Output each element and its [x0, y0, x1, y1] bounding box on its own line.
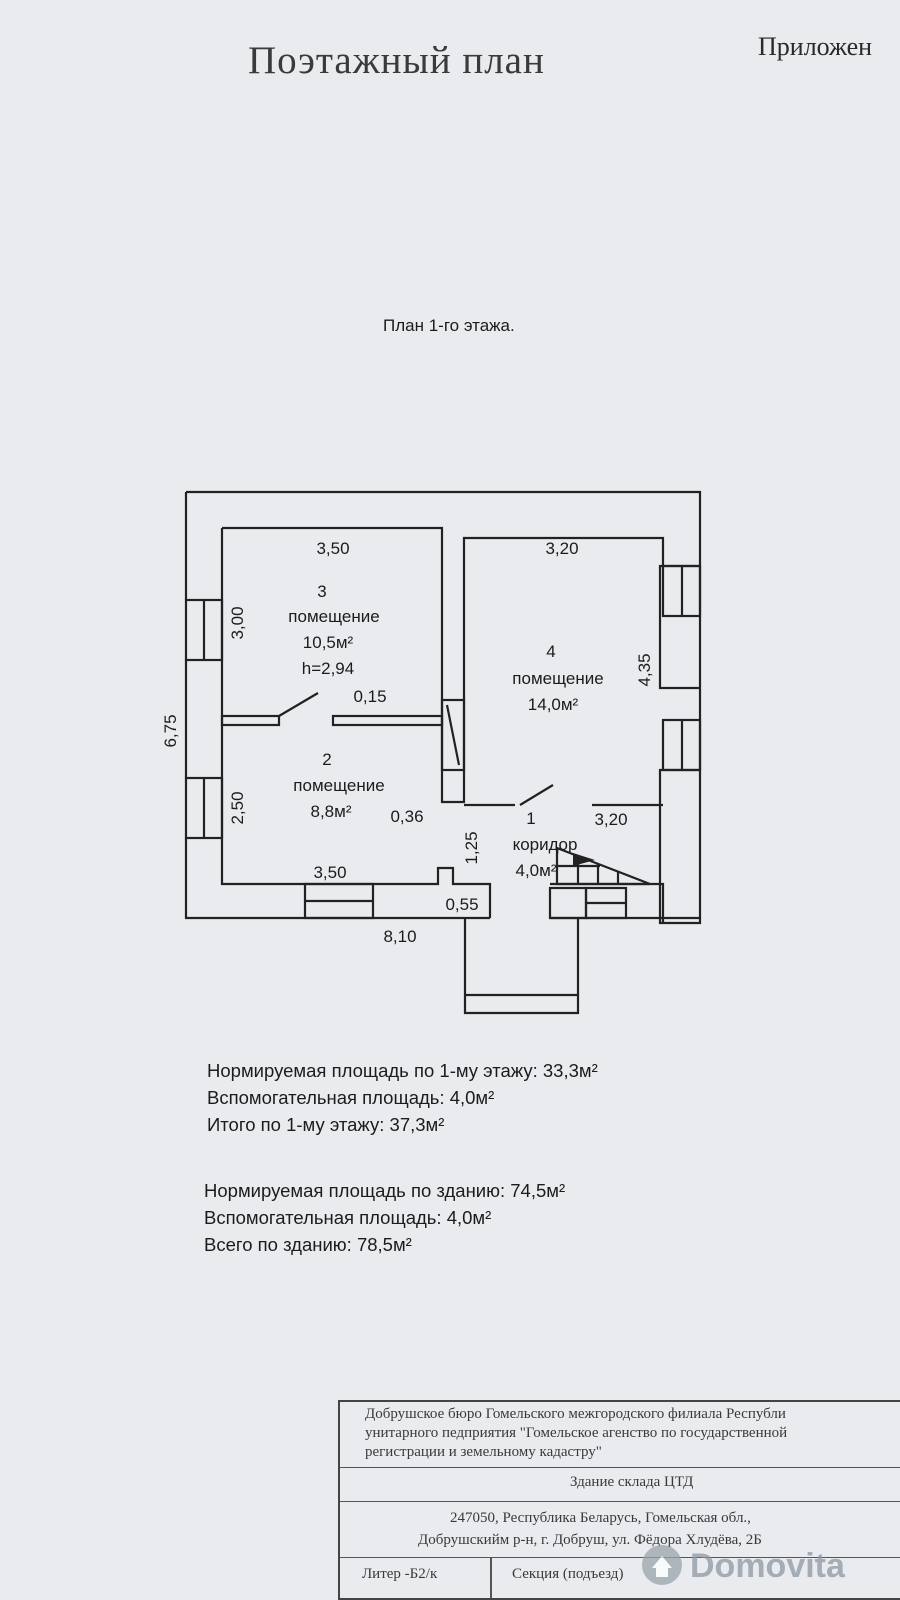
appendix-label: Приложен: [758, 32, 873, 61]
stamp-address-line: Добрушскийм р-н, г. Добруш, ул. Фёдора Х…: [418, 1532, 762, 1548]
room-1-area: 4,0м²: [516, 861, 557, 880]
stamp-org-line: Добрушское бюро Гомельского межгородског…: [365, 1406, 786, 1422]
stamp-address-line: 247050, Республика Беларусь, Гомельская …: [450, 1510, 751, 1526]
room-4-area: 14,0м²: [528, 695, 579, 714]
door-swing-3: [278, 692, 319, 717]
stamp-org-line: унитарного педприятия "Гомельское агенст…: [365, 1425, 788, 1441]
total-floor-sum: Итого по 1-му этажу: 37,3м²: [207, 1114, 445, 1135]
total-building-aux: Вспомогательная площадь: 4,0м²: [204, 1207, 492, 1228]
stamp-org-row: Добрушское бюро Гомельского межгородског…: [340, 1402, 900, 1468]
overall-height-dim: 6,75: [161, 714, 180, 747]
watermark-text: Domovita: [690, 1547, 846, 1585]
stamp-section: Секция (подъезд): [512, 1566, 624, 1582]
room-1-name: коридор: [513, 835, 578, 854]
total-building-sum: Всего по зданию: 78,5м²: [204, 1234, 412, 1255]
room-2-depth: 2,50: [228, 791, 247, 824]
room-4-depth: 4,35: [635, 653, 654, 686]
total-floor-norm: Нормируемая площадь по 1-му этажу: 33,3м…: [207, 1060, 598, 1081]
domovita-watermark-logo: Domovita: [642, 1545, 846, 1585]
floor-plan-drawing: 3 помещение 10,5м² h=2,94 3,50 3,00 0,15…: [161, 490, 702, 1015]
title-block-stamp: Добрушское бюро Гомельского межгородског…: [338, 1400, 900, 1600]
stamp-address-row: 247050, Республика Беларусь, Гомельская …: [340, 1502, 900, 1558]
room-4-number: 4: [546, 642, 555, 661]
stamp-liter-row: Литер -Б2/к Секция (подъезд): [340, 1558, 900, 1598]
page-title: Поэтажный план: [248, 39, 545, 82]
chimney: [440, 698, 466, 772]
room-1-number: 1: [526, 809, 535, 828]
porch: [463, 918, 580, 1015]
room-3-name: помещение: [288, 607, 379, 626]
room-4-width: 3,20: [545, 539, 578, 558]
room-3-depth: 3,00: [228, 606, 247, 639]
inner-wall: [222, 526, 665, 804]
room-3-number: 3: [317, 582, 326, 601]
total-floor-aux: Вспомогательная площадь: 4,0м²: [207, 1087, 495, 1108]
total-building-norm: Нормируемая площадь по зданию: 74,5м²: [204, 1180, 566, 1201]
room-2-area: 8,8м²: [311, 802, 352, 821]
stamp-building: Здание склада ЦТД: [570, 1474, 694, 1490]
stairs-arrow: [573, 853, 595, 866]
room-2-name: помещение: [293, 776, 384, 795]
room-2-number: 2: [322, 750, 331, 769]
door-swing-4: [519, 784, 554, 806]
floor-plan-title: План 1-го этажа.: [383, 316, 515, 335]
overall-width-dim: 8,10: [383, 927, 416, 946]
partition-right: [331, 714, 444, 727]
stamp-building-row: Здание склада ЦТД: [340, 1468, 900, 1502]
stamp-org-line: регистрации и земельному кадастру": [365, 1444, 602, 1460]
room-1-depth: 1,25: [462, 831, 481, 864]
room-2-width: 3,50: [313, 863, 346, 882]
room-3-width: 3,50: [316, 539, 349, 558]
inner-wall-left: [220, 528, 492, 918]
room-3-height: h=2,94: [302, 659, 354, 678]
partition-left: [220, 714, 281, 727]
partition-dim: 0,15: [353, 687, 386, 706]
porch-dim: 0,55: [445, 895, 478, 914]
stamp-liter: Литер -Б2/к: [362, 1566, 438, 1582]
room-3-area: 10,5м²: [303, 633, 354, 652]
entrance-block: [548, 886, 588, 920]
room-1-width: 3,20: [594, 810, 627, 829]
door-offset-dim: 0,36: [390, 807, 423, 826]
room-4-name: помещение: [512, 669, 603, 688]
outer-wall-bottom-left: [184, 838, 490, 920]
